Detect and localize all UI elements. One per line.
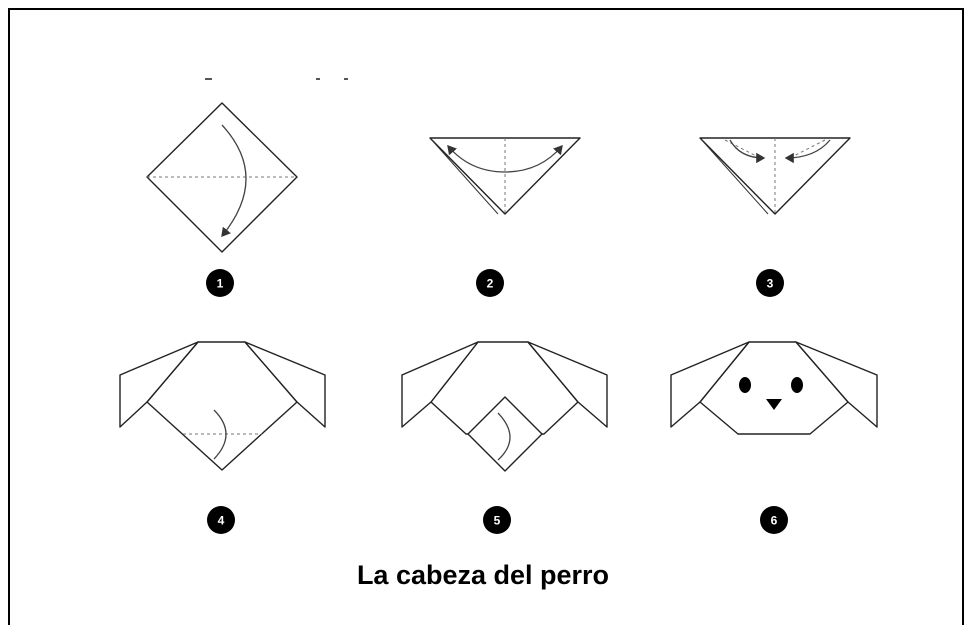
step-number-6: 6 (771, 514, 778, 528)
diagram-frame (8, 8, 964, 625)
step-number-3: 3 (767, 277, 774, 291)
diagram-caption: La cabeza del perro (356, 560, 610, 590)
dog-right-eye (791, 377, 803, 393)
step-1-figure (146, 102, 298, 253)
step-number-1: 1 (217, 277, 224, 291)
step-badge-3: 3 (756, 269, 784, 297)
step-badge-2: 2 (476, 269, 504, 297)
step-number-5: 5 (494, 514, 501, 528)
step-2-figure (429, 137, 581, 215)
dog-left-eye (739, 377, 751, 393)
step-number-4: 4 (218, 514, 225, 528)
step-4-figure (119, 341, 326, 471)
step-number-2: 2 (487, 277, 494, 291)
step-badge-6: 6 (760, 506, 788, 534)
step-3-figure (699, 137, 851, 215)
dog-nose (766, 399, 782, 410)
step-badge-1: 1 (206, 269, 234, 297)
step-6-figure (670, 341, 878, 435)
step-5-figure (401, 341, 608, 472)
step-badge-4: 4 (207, 506, 235, 534)
step-badge-5: 5 (483, 506, 511, 534)
